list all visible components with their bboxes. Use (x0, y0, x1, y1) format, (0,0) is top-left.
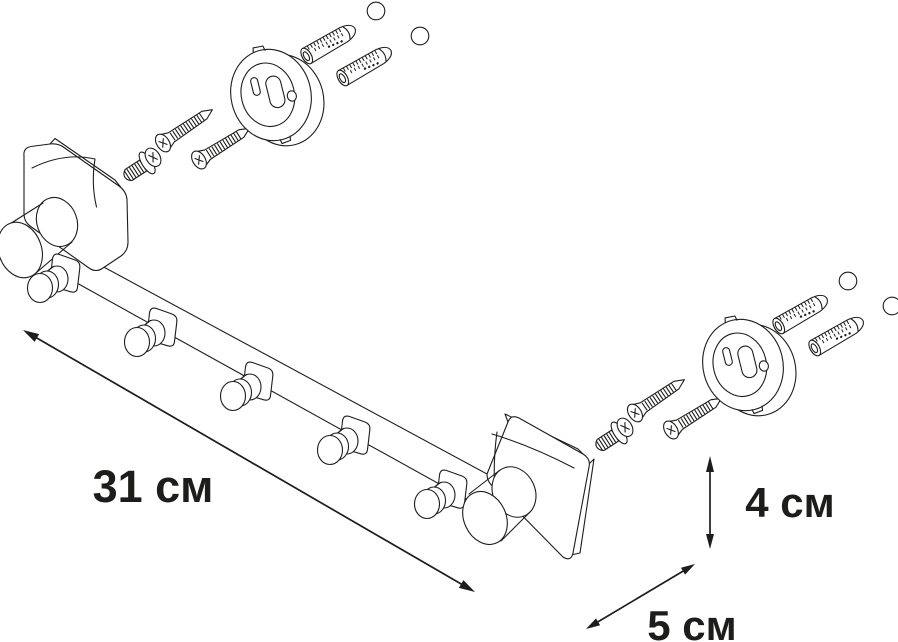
end-knob-right (462, 466, 537, 546)
knob-face (0, 221, 43, 279)
dimension-height: 4 см (706, 456, 835, 549)
mounting-kit-right (590, 272, 898, 458)
arrowhead-up-right (680, 564, 695, 575)
length-arrow-line (30, 333, 468, 589)
hook-rail (0, 137, 595, 560)
arrowhead-down (706, 534, 714, 549)
depth-label: 5 см (647, 602, 736, 642)
depth-arrow-line (595, 569, 686, 624)
plate-bevel-crease (31, 156, 98, 208)
height-label: 4 см (745, 479, 834, 526)
rail-bar (49, 237, 512, 517)
length-label: 31 см (93, 461, 214, 512)
hook-4 (316, 415, 371, 466)
arrowhead-up (706, 456, 714, 472)
arrowhead-down-right (458, 580, 475, 592)
arrowhead-down-left (586, 618, 601, 629)
mounting-kit-left (118, 2, 429, 188)
hook-3 (219, 361, 274, 412)
arrowhead-up-left (23, 330, 40, 342)
hook-5 (413, 469, 468, 520)
hook-2 (123, 307, 178, 358)
dimension-length: 31 см (23, 330, 475, 592)
dimension-depth: 5 см (586, 564, 737, 642)
knob-face (462, 490, 508, 546)
end-knob-left (0, 196, 79, 279)
